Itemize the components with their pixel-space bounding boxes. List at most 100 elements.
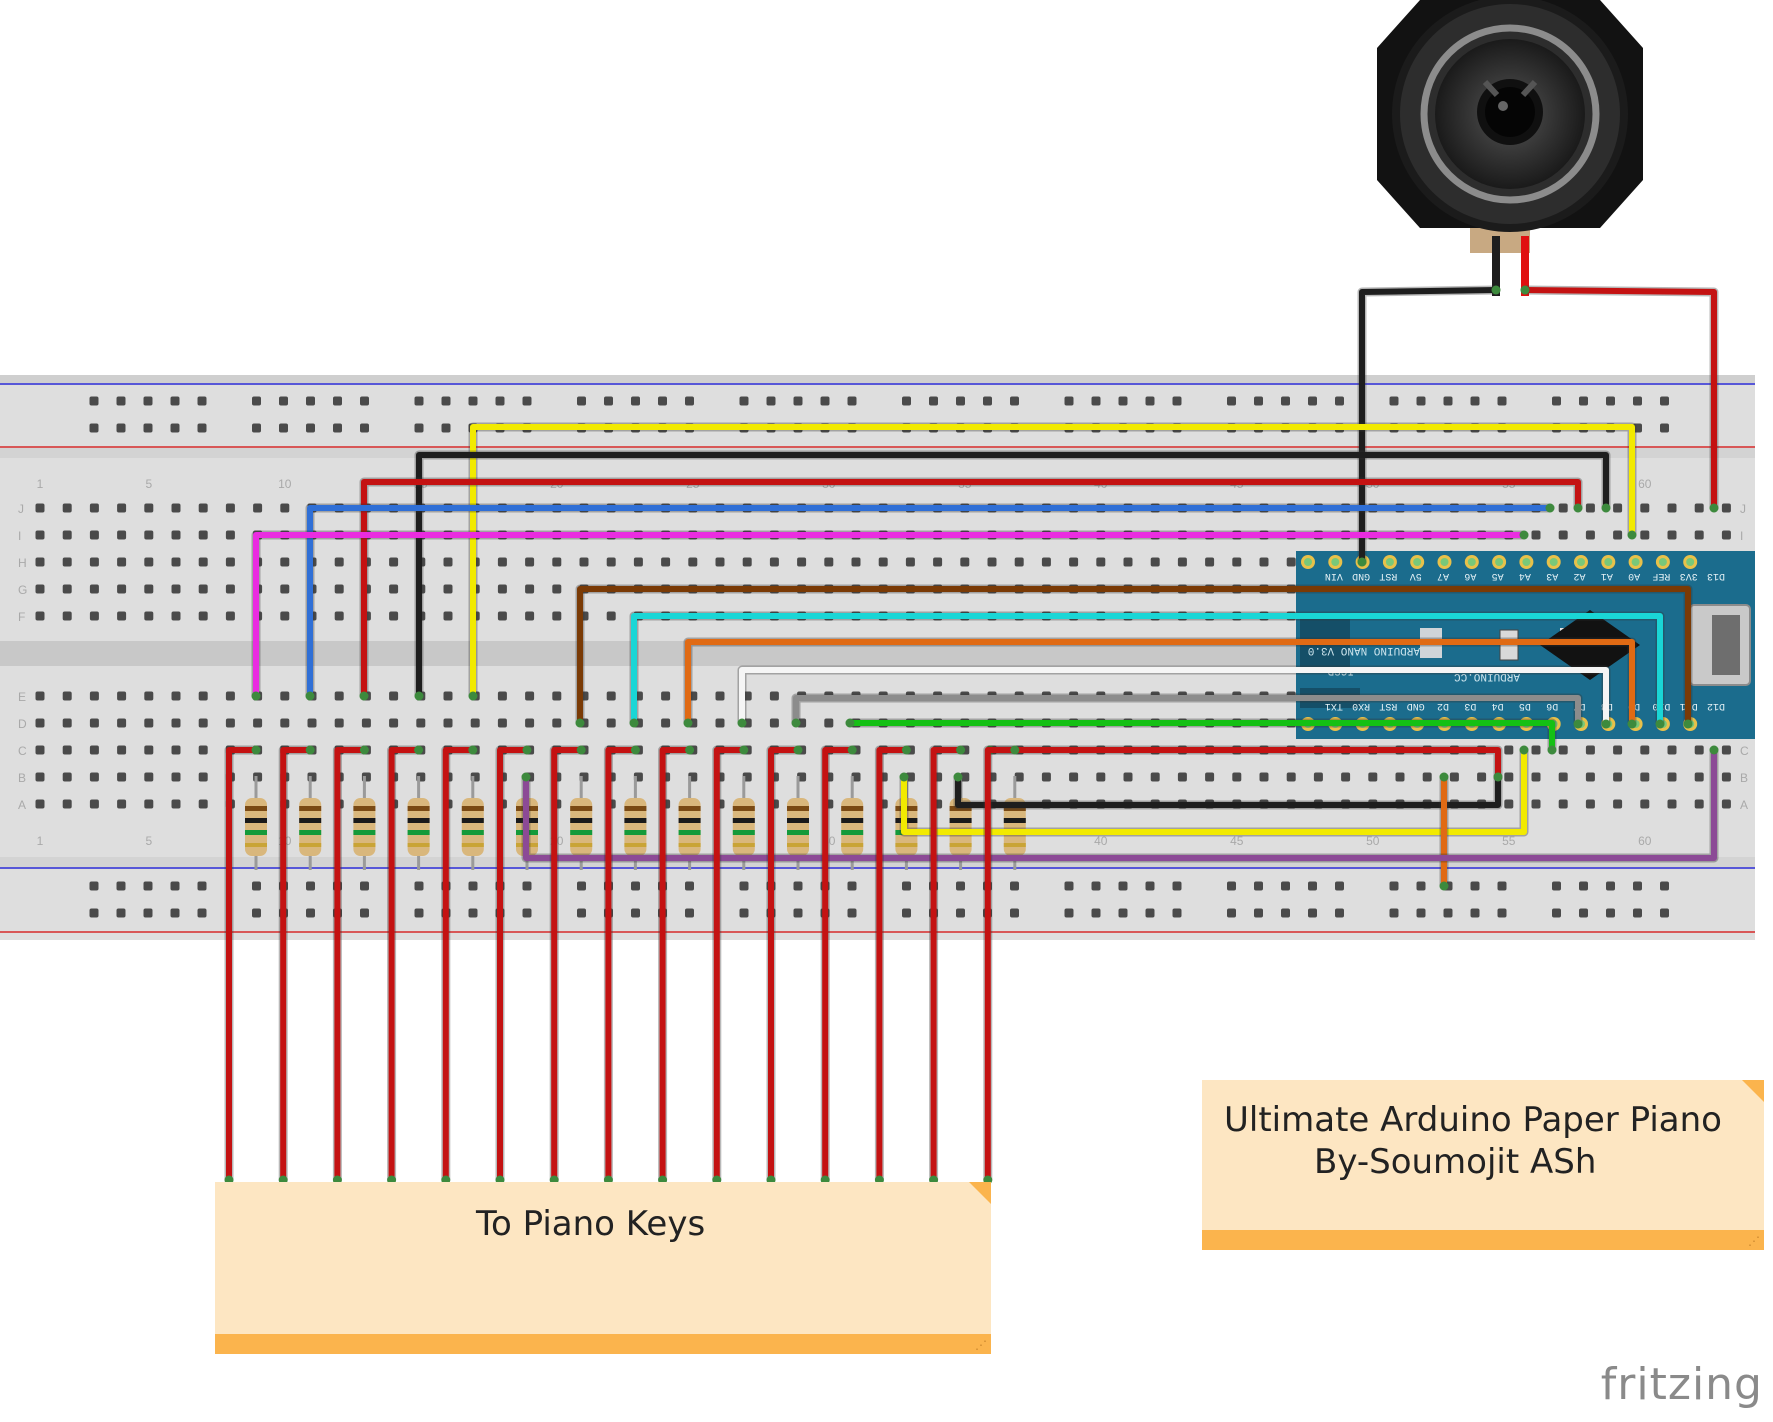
- breadboard-hole: [1640, 799, 1650, 809]
- green-wire: [847, 720, 1555, 753]
- breadboard-hole: [62, 557, 72, 567]
- arduino-pin-top-hole: [1631, 558, 1640, 566]
- breadboard-hole: [577, 908, 586, 918]
- arduino-pin-label-bottom-row: D2: [1437, 700, 1449, 711]
- piano-key-wire-end: [956, 745, 966, 755]
- breadboard-hole: [739, 908, 749, 918]
- resistor-body: [353, 798, 376, 856]
- arduino-pin-top-hole: [1385, 558, 1394, 566]
- breadboard-hole: [334, 557, 344, 567]
- piano-key-wire: [226, 747, 259, 1183]
- resistor-band: [407, 830, 430, 835]
- brown-wire-end: [1683, 719, 1693, 729]
- magenta-wire: [253, 532, 1527, 699]
- breadboard-hole: [360, 908, 369, 918]
- breadboard-hole: [1341, 772, 1351, 782]
- breadboard-hole: [117, 530, 127, 540]
- white-wire-end: [1601, 719, 1611, 729]
- resistor-body: [787, 798, 809, 856]
- breadboard-hole: [333, 396, 342, 406]
- resistor-body: [407, 798, 430, 856]
- orange-wire-end: [683, 718, 693, 728]
- yellow-return-wire-end: [1519, 745, 1529, 755]
- arduino-pin-top-hole: [1413, 558, 1422, 566]
- resistor-band: [624, 830, 647, 835]
- breadboard-hole: [117, 772, 127, 782]
- breadboard-hole: [252, 396, 261, 406]
- resistor-band: [245, 818, 267, 823]
- resistor-body: [624, 798, 647, 856]
- resistor-body: [245, 798, 267, 856]
- piano-key-wire: [442, 747, 476, 1183]
- breadboard-hole: [171, 772, 181, 782]
- arduino-pin-top-hole: [1577, 558, 1585, 566]
- breadboard-hole: [495, 396, 505, 406]
- row-letter-left: A: [18, 798, 26, 812]
- breadboard-hole: [1118, 396, 1128, 406]
- breadboard-hole: [1286, 557, 1296, 567]
- magenta-wire-end: [251, 691, 261, 701]
- breadboard-hole: [1443, 908, 1453, 918]
- breadboard-hole: [552, 718, 562, 728]
- breadboard-hole: [253, 718, 263, 728]
- breadboard-hole: [1660, 396, 1669, 406]
- piano-key-wire-end: [359, 745, 369, 755]
- breadboard-hole: [89, 718, 99, 728]
- breadboard-hole: [117, 557, 127, 567]
- breadboard-hole: [1613, 745, 1623, 755]
- arduino-pin-label-top-row: A4: [1519, 570, 1531, 581]
- breadboard-hole: [606, 718, 616, 728]
- breadboard-hole: [1579, 396, 1588, 406]
- piano-key-wire: [605, 747, 639, 1183]
- speaker-ground-wire: [1359, 287, 1499, 565]
- yellow-wire-end: [1627, 530, 1637, 540]
- breadboard-hole: [1123, 557, 1133, 567]
- breadboard-hole: [1633, 908, 1642, 918]
- breadboard-hole: [170, 396, 180, 406]
- resistor-band: [407, 818, 430, 823]
- piano-key-wire-end: [1010, 745, 1020, 755]
- row-letter-right: I: [1740, 529, 1743, 543]
- breadboard-hole: [552, 584, 562, 594]
- arduino-pin-label-bottom-row: RST: [1379, 700, 1397, 711]
- breadboard-hole: [307, 718, 317, 728]
- purple-ground-wire-end: [521, 772, 531, 782]
- breadboard-hole: [144, 584, 154, 594]
- breadboard-hole: [144, 691, 154, 701]
- arduino-pin-label-bottom-row: D3: [1464, 700, 1476, 711]
- breadboard-hole: [171, 691, 181, 701]
- breadboard-hole: [416, 718, 426, 728]
- breadboard-hole: [1254, 908, 1263, 918]
- breadboard-hole: [306, 908, 315, 918]
- breadboard-hole: [631, 881, 640, 891]
- breadboard-hole: [661, 718, 671, 728]
- column-number-bottom: 60: [1638, 834, 1652, 848]
- resistor-band: [949, 806, 972, 811]
- piano-key-wire-end: [739, 745, 749, 755]
- breadboard-hole: [171, 611, 181, 621]
- arduino-pin-top-hole: [1604, 558, 1613, 566]
- breadboard-hole: [171, 718, 181, 728]
- breadboard-hole: [443, 584, 453, 594]
- breadboard-hole: [685, 881, 694, 891]
- column-number-top: 1: [37, 477, 44, 491]
- arduino-pin-label-bottom-row: RX0: [1352, 700, 1370, 711]
- breadboard-hole: [606, 557, 616, 567]
- breadboard-hole: [1721, 745, 1731, 755]
- resistor-band: [461, 830, 484, 835]
- breadboard-hole: [117, 611, 127, 621]
- breadboard-hole: [89, 881, 99, 891]
- breadboard-hole: [443, 691, 453, 701]
- breadboard-hole: [170, 908, 180, 918]
- breadboard-hole: [62, 584, 72, 594]
- breadboard-hole: [1308, 908, 1317, 918]
- breadboard-hole: [1585, 503, 1595, 513]
- piano-key-wire: [388, 747, 422, 1183]
- breadboard-hole: [688, 557, 698, 567]
- breadboard-hole: [389, 691, 399, 701]
- breadboard-hole: [1721, 530, 1731, 540]
- breadboard-hole: [225, 530, 235, 540]
- resistor-band: [732, 806, 755, 811]
- breadboard-hole: [197, 423, 207, 433]
- breadboard-hole: [1633, 881, 1642, 891]
